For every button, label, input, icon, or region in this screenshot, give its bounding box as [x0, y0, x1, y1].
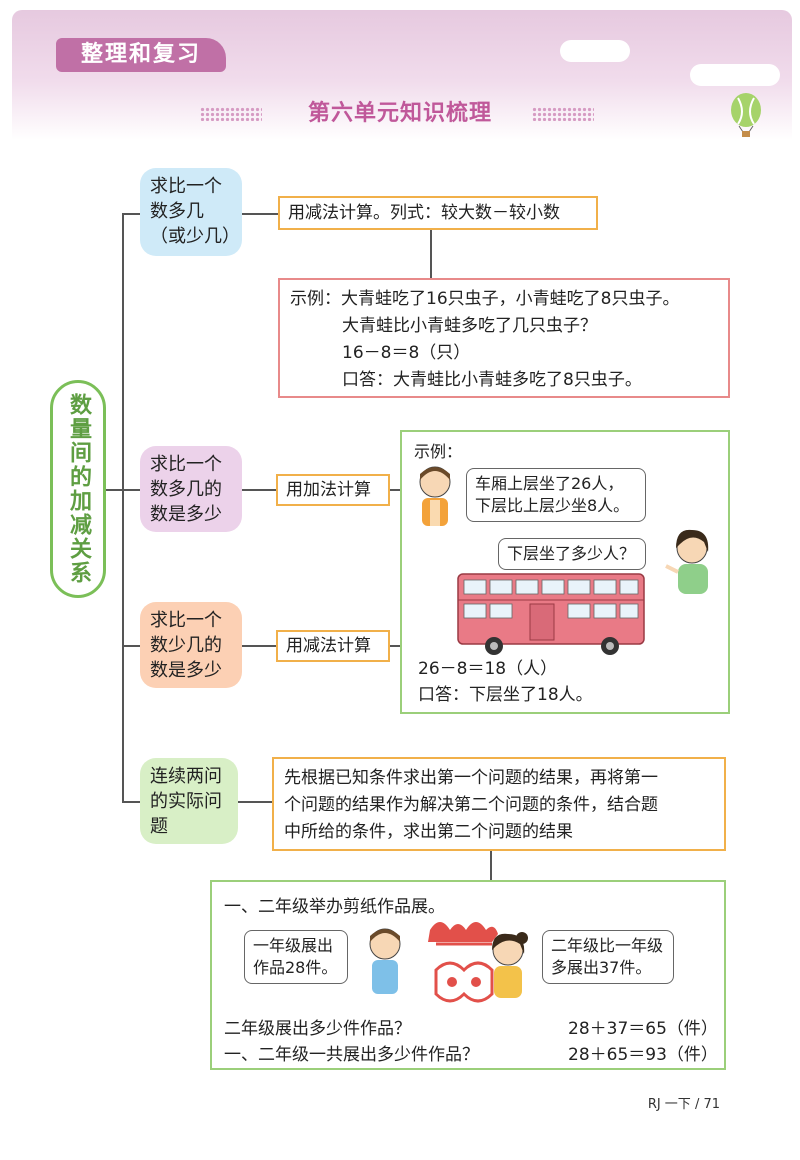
topic-line: 求比一个	[150, 610, 222, 631]
connector-line	[390, 645, 402, 647]
boy-speech-bubble: 车厢上层坐了26人， 下层比上层少坐8人。	[466, 468, 646, 522]
page-title: 第六单元知识梳理	[307, 101, 492, 126]
topic-line: 题	[150, 816, 168, 837]
branch-1-method: 用减法计算。列式：较大数－较小数	[278, 196, 598, 230]
boy-illustration-icon	[419, 466, 451, 526]
bubble-line: 下层比上层少坐8人。	[475, 496, 630, 515]
example-answer: 口答：大青蛙比小青蛙多吃了8只虫子。	[342, 370, 642, 390]
branch-4-method: 先根据已知条件求出第一个问题的结果，再将第一 个问题的结果作为解决第二个问题的条…	[272, 757, 726, 851]
tree-root-line	[106, 489, 122, 491]
answer-1: 28＋37＝65（件）	[568, 1019, 718, 1039]
girl-illustration-icon	[665, 529, 709, 594]
topic-line: 求比一个	[150, 176, 222, 197]
bus-example-box: 示例： 车厢上层坐了26人， 下层比上层少坐8人。 下层坐了多少人？	[400, 430, 730, 714]
girl-illustration-icon	[492, 932, 528, 998]
bubble-line: 一年级展出	[253, 936, 334, 955]
connector-line	[430, 230, 432, 278]
cloud-decoration	[560, 40, 630, 62]
branch-4-topic: 连续两问 的实际问 题	[140, 758, 238, 844]
branch-line	[122, 213, 142, 215]
example-line: 示例：大青蛙吃了16只虫子，小青蛙吃了8只虫子。	[290, 289, 680, 309]
topic-line: （或少几）	[150, 226, 240, 247]
cloud-decoration	[690, 64, 780, 86]
topic-line: 求比一个	[150, 454, 222, 475]
page-number: RJ 一下 / 71	[647, 1097, 720, 1112]
header-banner	[12, 10, 792, 140]
bus-equation: 26－8＝18（人）	[418, 659, 558, 679]
branch-2-method: 用加法计算	[276, 474, 390, 506]
branch-3-method: 用减法计算	[276, 630, 390, 662]
example-title: 一、二年级举办剪纸作品展。	[224, 897, 445, 917]
connector-line	[242, 489, 276, 491]
example-label: 示例：	[414, 442, 463, 461]
branch-line	[122, 801, 142, 803]
main-topic: 数量间的加减关系	[50, 380, 106, 598]
connector-line	[242, 645, 276, 647]
bubble-line: 车厢上层坐了26人，	[475, 474, 624, 493]
tree-trunk-line	[122, 213, 124, 801]
boy-illustration-icon	[369, 928, 401, 994]
section-tag: 整理和复习	[56, 38, 226, 72]
branch-3-topic: 求比一个 数少几的 数是多少	[140, 602, 242, 688]
connector-line	[242, 213, 278, 215]
method-line: 个问题的结果作为解决第二个问题的条件，结合题	[284, 795, 658, 815]
topic-line: 连续两问	[150, 766, 222, 787]
example-line: 大青蛙比小青蛙多吃了几只虫子？	[342, 316, 597, 336]
branch-line	[122, 489, 142, 491]
question-2: 一、二年级一共展出多少件作品？	[224, 1045, 479, 1065]
answer-2: 28＋65＝93（件）	[568, 1045, 718, 1065]
hot-air-balloon-icon	[731, 93, 761, 137]
right-speech-bubble: 二年级比一年级 多展出37件。	[542, 930, 674, 984]
branch-1-topic: 求比一个 数多几 （或少几）	[140, 168, 242, 256]
connector-line	[490, 851, 492, 881]
bubble-line: 作品28件。	[253, 958, 338, 977]
topic-line: 数多几	[150, 201, 204, 222]
girl-speech-bubble: 下层坐了多少人？	[498, 538, 646, 570]
branch-1-example: 示例：大青蛙吃了16只虫子，小青蛙吃了8只虫子。 大青蛙比小青蛙多吃了几只虫子？…	[278, 278, 730, 398]
branch-2-topic: 求比一个 数多几的 数是多少	[140, 446, 242, 532]
example-equation: 16－8＝8（只）	[342, 343, 471, 363]
double-decker-bus-icon	[457, 573, 645, 655]
topic-line: 的实际问	[150, 791, 222, 812]
papercut-example-box: 一、二年级举办剪纸作品展。 一年级展出 作品28件。 二年级比一年级 多展出37…	[210, 880, 726, 1070]
connector-line	[238, 801, 272, 803]
branch-line	[122, 645, 142, 647]
topic-line: 数多几的	[150, 479, 222, 500]
connector-line	[390, 489, 402, 491]
left-speech-bubble: 一年级展出 作品28件。	[244, 930, 348, 984]
bus-answer: 口答：下层坐了18人。	[418, 685, 593, 705]
question-1: 二年级展出多少件作品？	[224, 1019, 411, 1039]
bubble-line: 二年级比一年级	[551, 936, 664, 955]
bubble-line: 多展出37件。	[551, 958, 652, 977]
title-dots-left	[200, 107, 262, 121]
method-line: 先根据已知条件求出第一个问题的结果，再将第一	[284, 768, 658, 788]
topic-line: 数是多少	[150, 660, 222, 681]
topic-line: 数少几的	[150, 635, 222, 656]
papercut-artwork-icon	[428, 922, 498, 1003]
method-line: 中所给的条件，求出第二个问题的结果	[284, 822, 573, 842]
title-dots-right	[532, 107, 594, 121]
topic-line: 数是多少	[150, 504, 222, 525]
